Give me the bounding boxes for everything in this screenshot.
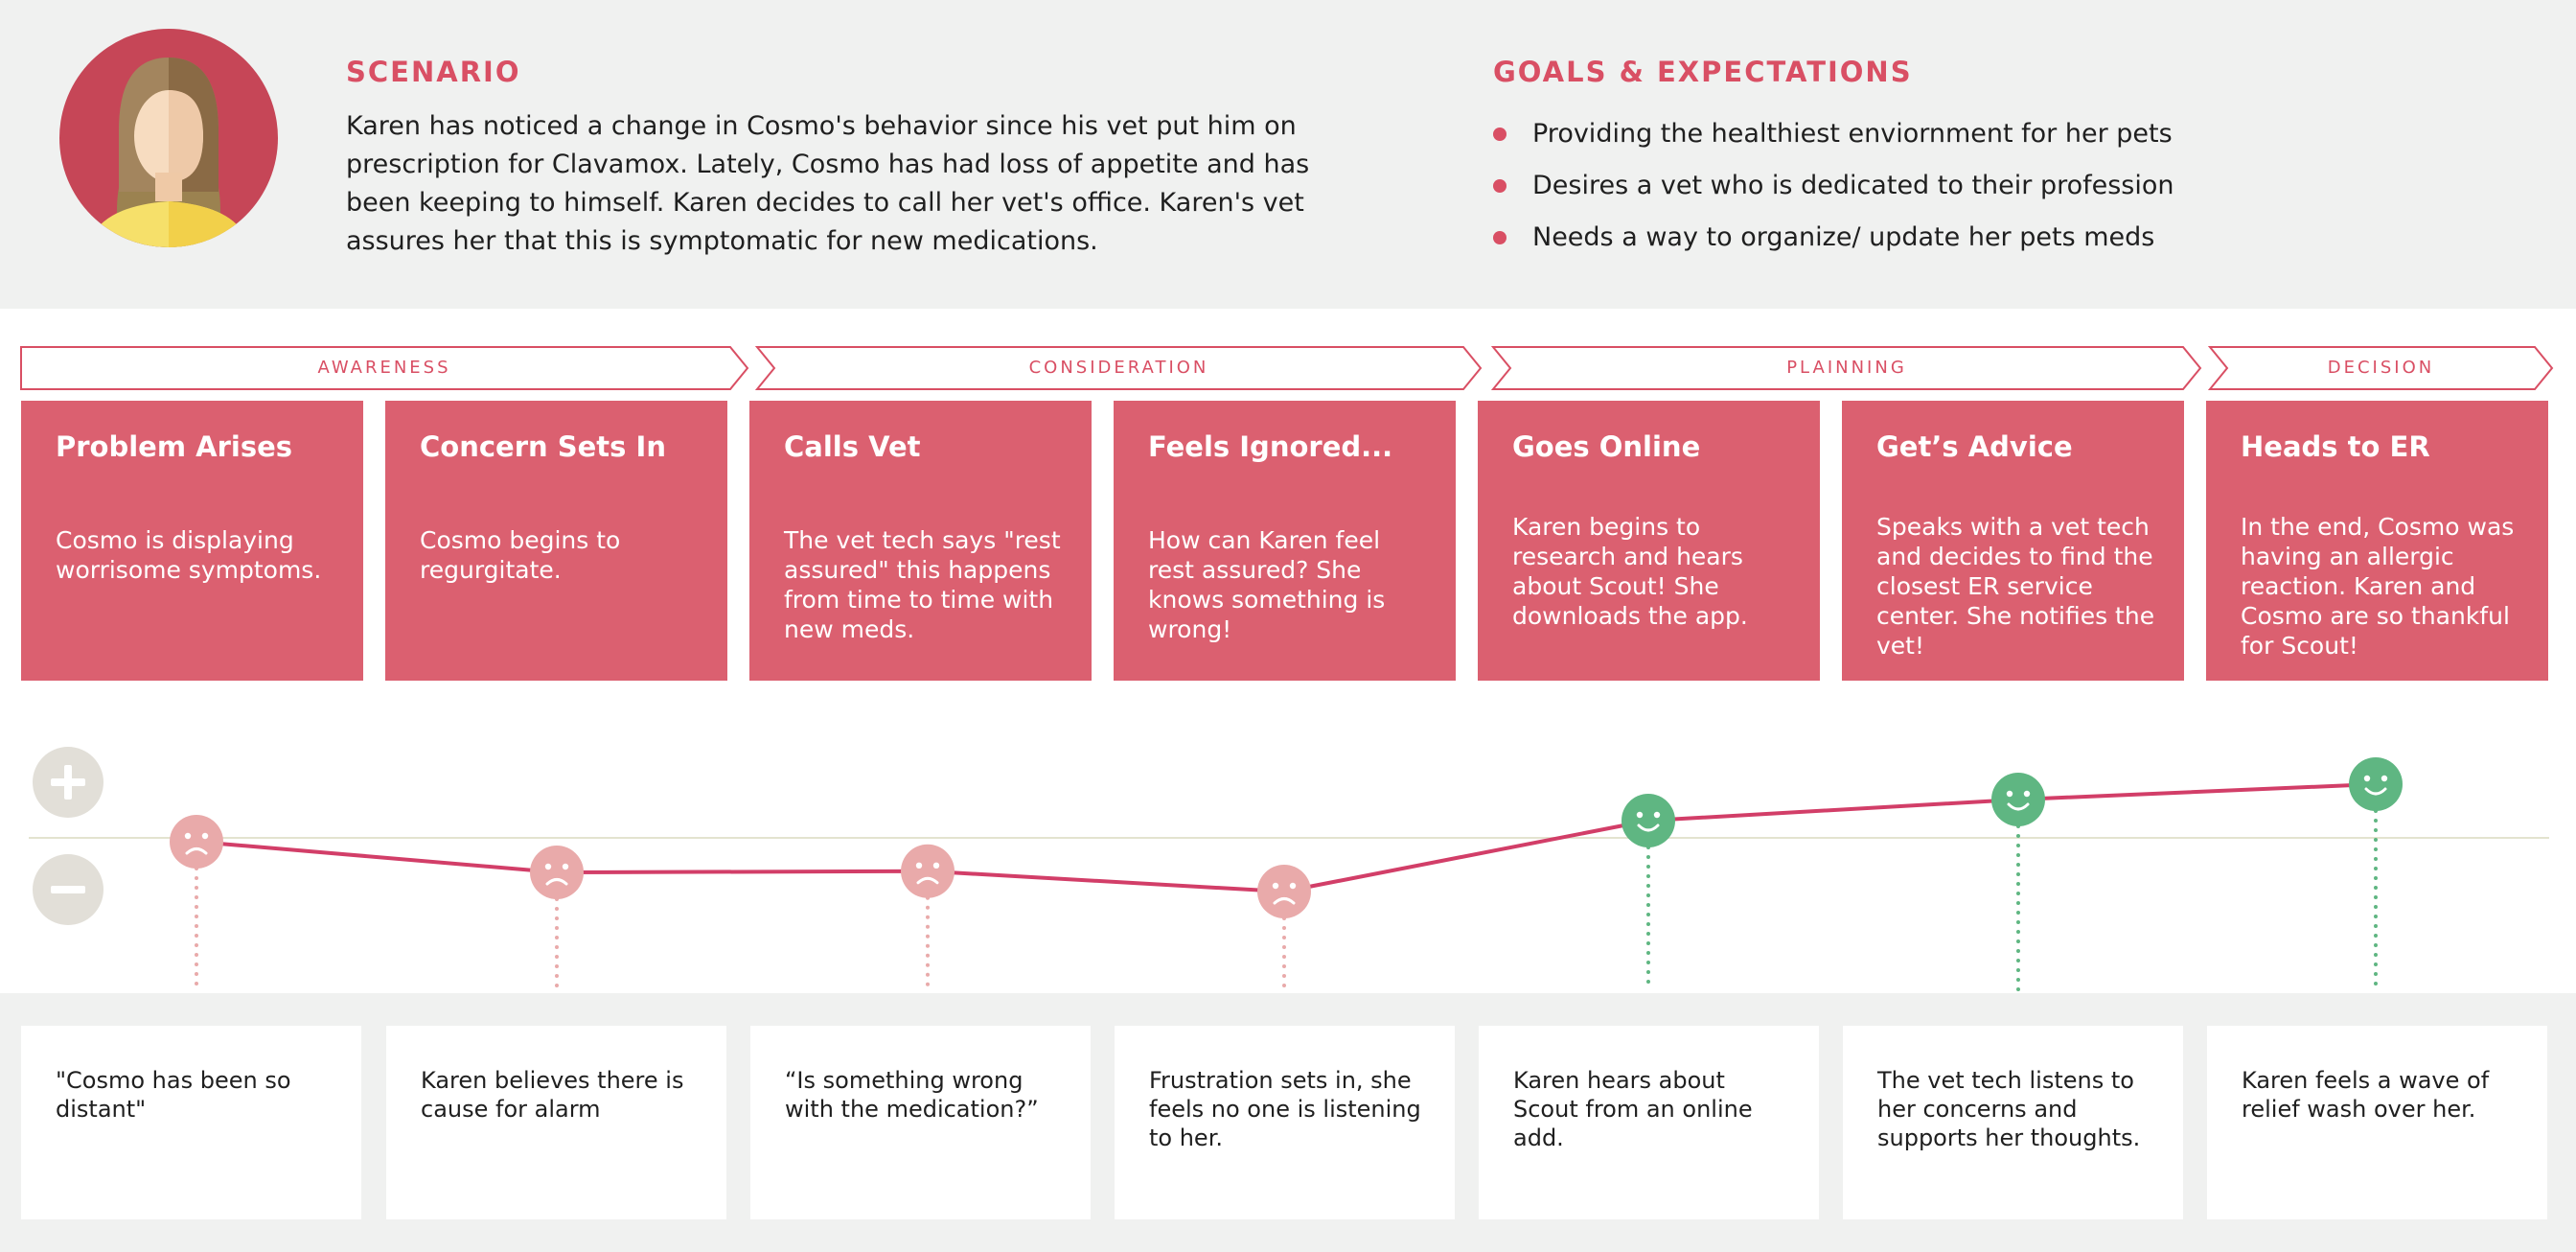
stage-card: Get’s Advice Speaks with a vet tech and … bbox=[1842, 401, 2184, 681]
stage-text: The vet tech says "rest assured" this ha… bbox=[784, 526, 1061, 643]
face-eye bbox=[1636, 811, 1644, 819]
thought-text: Karen believes there is cause for alarm bbox=[421, 1067, 684, 1123]
face-eye bbox=[1272, 882, 1279, 890]
stage-text: Karen begins to research and hears about… bbox=[1512, 513, 1748, 630]
face-eye bbox=[2006, 790, 2013, 798]
sad-face-icon bbox=[170, 815, 223, 869]
phase-arrow-decision bbox=[2207, 346, 2554, 390]
stage-card: Feels Ignored... How can Karen feel rest… bbox=[1114, 401, 1456, 681]
stage-text: How can Karen feel rest assured? She kno… bbox=[1148, 526, 1386, 643]
thought-card: Karen hears about Scout from an online a… bbox=[1479, 1026, 1819, 1219]
stage-card: Heads to ER In the end, Cosmo was having… bbox=[2206, 401, 2548, 681]
scenario-text: Karen has noticed a change in Cosmo's be… bbox=[346, 111, 1310, 256]
thought-text: “Is something wrong with the medication?… bbox=[785, 1067, 1039, 1123]
persona-avatar bbox=[59, 29, 278, 247]
stage-title: Concern Sets In bbox=[420, 430, 666, 463]
sad-face-icon bbox=[530, 846, 584, 899]
face-mouth bbox=[2364, 787, 2387, 796]
face-eye bbox=[1653, 811, 1661, 819]
thought-card: The vet tech listens to her concerns and… bbox=[1843, 1026, 2183, 1219]
stage-text: Cosmo is displaying worrisome symptoms. bbox=[56, 526, 322, 584]
stage-text: Cosmo begins to regurgitate. bbox=[420, 526, 621, 584]
stage-title: Get’s Advice bbox=[1876, 430, 2073, 463]
stage-card: Concern Sets In Cosmo begins to regurgit… bbox=[385, 401, 727, 681]
phase-arrows bbox=[20, 346, 2554, 390]
face-eye bbox=[2363, 775, 2371, 782]
phase-arrow-consideration bbox=[754, 346, 1483, 390]
face-eye bbox=[2023, 790, 2031, 798]
minus-icon-bar bbox=[51, 886, 85, 893]
face-eye bbox=[915, 862, 923, 869]
goal-item: Needs a way to organize/ update her pets… bbox=[1493, 219, 2174, 270]
stage-title: Feels Ignored... bbox=[1148, 430, 1393, 463]
thought-card: Karen believes there is cause for alarm bbox=[386, 1026, 726, 1219]
phase-arrow-awareness bbox=[20, 346, 749, 390]
thought-text: Karen hears about Scout from an online a… bbox=[1513, 1067, 1753, 1151]
persona-header bbox=[0, 0, 2576, 309]
stage-title: Goes Online bbox=[1512, 430, 1701, 463]
face-eye bbox=[562, 863, 569, 870]
face-mouth bbox=[1273, 897, 1296, 905]
face-eye bbox=[1289, 882, 1297, 890]
face-mouth bbox=[1637, 823, 1660, 832]
face-mouth bbox=[185, 847, 208, 855]
face-mouth bbox=[916, 876, 939, 885]
goal-item: Providing the healthiest enviornment for… bbox=[1493, 115, 2174, 167]
phase-label-plainning: PLAINNING bbox=[1786, 358, 1907, 378]
goals-list: Providing the healthiest enviornment for… bbox=[1493, 115, 2174, 270]
sad-face-icon bbox=[1257, 865, 1311, 918]
scenario-title: SCENARIO bbox=[346, 56, 521, 88]
thought-text: "Cosmo has been so distant" bbox=[56, 1067, 291, 1123]
stage-title: Heads to ER bbox=[2241, 430, 2430, 463]
face-mouth bbox=[545, 878, 568, 886]
face-eye bbox=[201, 832, 209, 840]
face-eye bbox=[544, 863, 552, 870]
thought-card: "Cosmo has been so distant" bbox=[21, 1026, 361, 1219]
phase-label-consideration: CONSIDERATION bbox=[1028, 358, 1209, 378]
stage-text: In the end, Cosmo was having an allergic… bbox=[2241, 513, 2515, 660]
thought-card: Karen feels a wave of relief wash over h… bbox=[2207, 1026, 2547, 1219]
thought-card: Frustration sets in, she feels no one is… bbox=[1115, 1026, 1455, 1219]
stage-card: Problem Arises Cosmo is displaying worri… bbox=[21, 401, 363, 681]
happy-face-icon bbox=[2349, 757, 2403, 811]
stage-title: Problem Arises bbox=[56, 430, 293, 463]
stage-text: Speaks with a vet tech and decides to fi… bbox=[1876, 513, 2155, 660]
phase-arrow-plainning bbox=[1490, 346, 2202, 390]
face-eye bbox=[2380, 775, 2388, 782]
thought-text: Karen feels a wave of relief wash over h… bbox=[2242, 1067, 2490, 1123]
goals-title: GOALS & EXPECTATIONS bbox=[1493, 56, 1913, 88]
happy-face-icon bbox=[1622, 794, 1675, 847]
face-eye bbox=[184, 832, 192, 840]
goal-item: Desires a vet who is dedicated to their … bbox=[1493, 167, 2174, 219]
stage-card: Calls Vet The vet tech says "rest assure… bbox=[749, 401, 1092, 681]
phase-label-awareness: AWARENESS bbox=[317, 358, 451, 378]
thought-text: The vet tech listens to her concerns and… bbox=[1877, 1067, 2141, 1151]
happy-face-icon bbox=[1991, 773, 2045, 826]
face-eye bbox=[932, 862, 940, 869]
sad-face-icon bbox=[901, 844, 954, 898]
thought-text: Frustration sets in, she feels no one is… bbox=[1149, 1067, 1421, 1151]
stage-card: Goes Online Karen begins to research and… bbox=[1478, 401, 1820, 681]
phase-label-decision: DECISION bbox=[2327, 358, 2435, 378]
stage-title: Calls Vet bbox=[784, 430, 921, 463]
plus-icon-bar bbox=[64, 765, 72, 800]
thought-card: “Is something wrong with the medication?… bbox=[750, 1026, 1091, 1219]
face-mouth bbox=[2007, 802, 2030, 811]
